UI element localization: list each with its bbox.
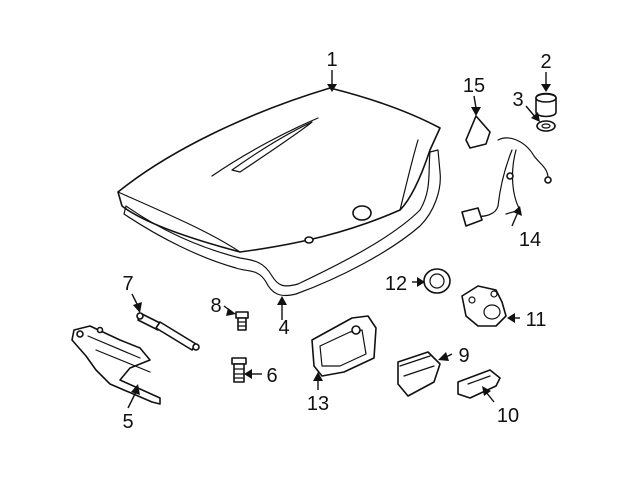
callout-5: 5 xyxy=(122,411,133,433)
callout-7: 7 xyxy=(122,273,133,295)
lock-shield xyxy=(311,315,377,377)
callout-2: 2 xyxy=(540,51,551,73)
trunk-lid xyxy=(117,87,441,253)
callout-4: 4 xyxy=(278,317,289,339)
callout-1: 1 xyxy=(326,49,337,71)
support-strut xyxy=(136,312,200,351)
leaders xyxy=(127,70,551,409)
callout-8: 8 xyxy=(210,295,221,317)
callout-11: 11 xyxy=(526,309,547,331)
bolt-lower xyxy=(231,357,247,383)
callout-labels: 1 2 3 4 5 6 7 8 9 10 11 12 13 14 15 xyxy=(122,49,551,433)
hinge xyxy=(71,325,161,405)
bumper-base xyxy=(536,120,556,132)
weatherstrip-seal xyxy=(123,149,441,297)
trim-cover xyxy=(465,115,491,149)
callout-6: 6 xyxy=(266,365,277,387)
pull-handle xyxy=(457,369,501,399)
lock-cylinder-grommet xyxy=(423,268,451,294)
callout-12: 12 xyxy=(385,273,407,295)
bolt-upper xyxy=(235,311,249,331)
callout-14: 14 xyxy=(519,229,541,251)
callout-10: 10 xyxy=(497,405,519,427)
callout-13: 13 xyxy=(307,393,329,415)
wiring-harness xyxy=(461,137,552,227)
callout-15: 15 xyxy=(463,75,485,97)
latch-assembly xyxy=(461,285,507,327)
callout-9: 9 xyxy=(458,345,469,367)
callout-3: 3 xyxy=(512,89,523,111)
bumper-cap xyxy=(535,92,557,118)
release-switch xyxy=(397,351,441,397)
